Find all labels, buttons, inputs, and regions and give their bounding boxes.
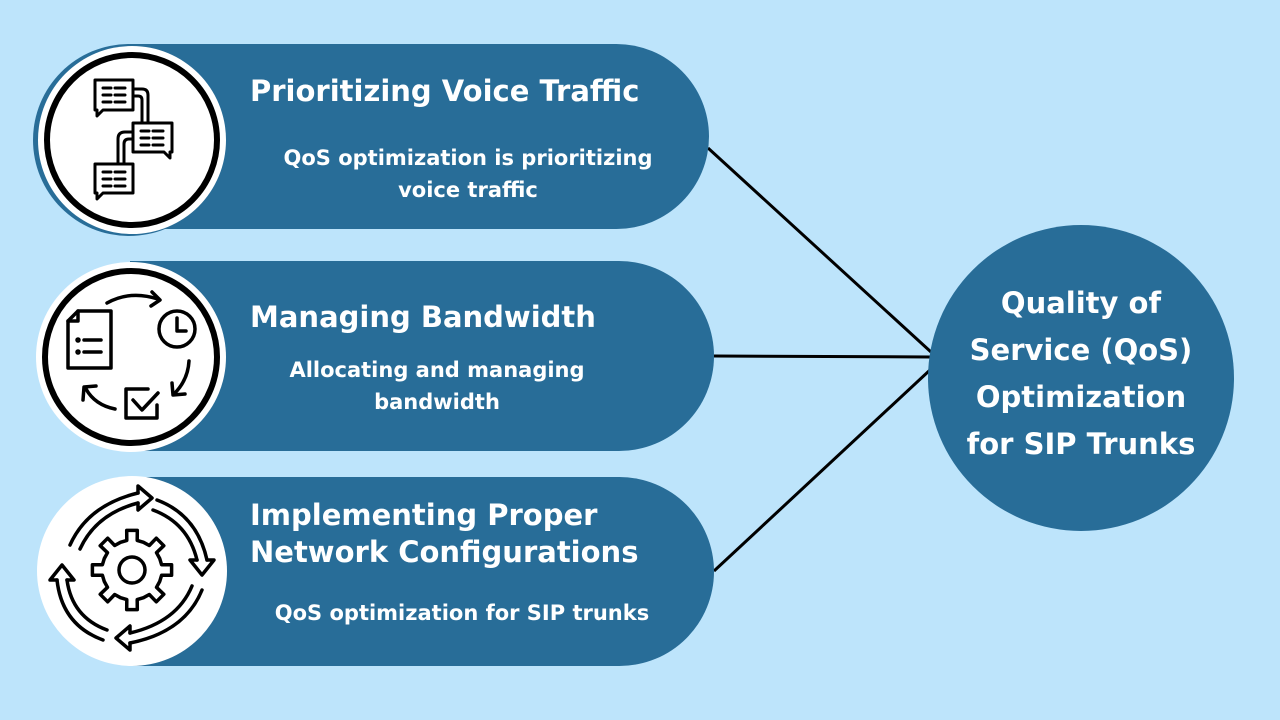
item-subtitle-line: Allocating and managing <box>289 358 585 382</box>
connector-line-3 <box>712 368 932 573</box>
gear-cycle-icon <box>48 484 216 652</box>
item-title: Prioritizing Voice Traffic <box>250 73 639 110</box>
item-title: Managing Bandwidth <box>250 299 596 336</box>
icon-circle <box>38 46 226 234</box>
hub-title-line: Optimization <box>975 380 1187 414</box>
item-title-line: Prioritizing Voice Traffic <box>250 74 640 108</box>
item-subtitle-line: voice traffic <box>398 178 538 202</box>
hub-title-line: for SIP Trunks <box>966 427 1196 461</box>
item-title-line: Network Configurations <box>250 535 639 569</box>
icon-circle <box>36 262 226 452</box>
hub-title: Quality of Service (QoS) Optimization fo… <box>928 280 1234 468</box>
item-subtitle: Allocating and managing bandwidth <box>247 354 627 418</box>
connector-line-1 <box>706 146 933 354</box>
item-subtitle-line: QoS optimization is prioritizing <box>283 146 653 170</box>
item-pill <box>130 44 709 229</box>
item-title-line: Implementing Proper <box>250 498 598 532</box>
connector-line-2 <box>713 354 932 359</box>
icon-circle <box>37 476 227 666</box>
item-subtitle: QoS optimization for SIP trunks <box>250 597 674 629</box>
hub-circle: Quality of Service (QoS) Optimization fo… <box>928 225 1234 531</box>
item-title-line: Managing Bandwidth <box>250 300 596 334</box>
item-subtitle-line: QoS optimization for SIP trunks <box>274 601 650 625</box>
chat-flow-icon <box>44 52 220 228</box>
item-subtitle-line: bandwidth <box>374 390 500 414</box>
workflow-cycle-icon <box>42 268 220 446</box>
item-subtitle: QoS optimization is prioritizing voice t… <box>258 142 678 206</box>
hub-title-line: Quality of <box>1000 286 1162 320</box>
hub-title-line: Service (QoS) <box>969 333 1193 367</box>
item-pill <box>130 261 714 451</box>
item-title: Implementing Proper Network Configuratio… <box>250 497 638 571</box>
item-pill <box>130 477 714 666</box>
